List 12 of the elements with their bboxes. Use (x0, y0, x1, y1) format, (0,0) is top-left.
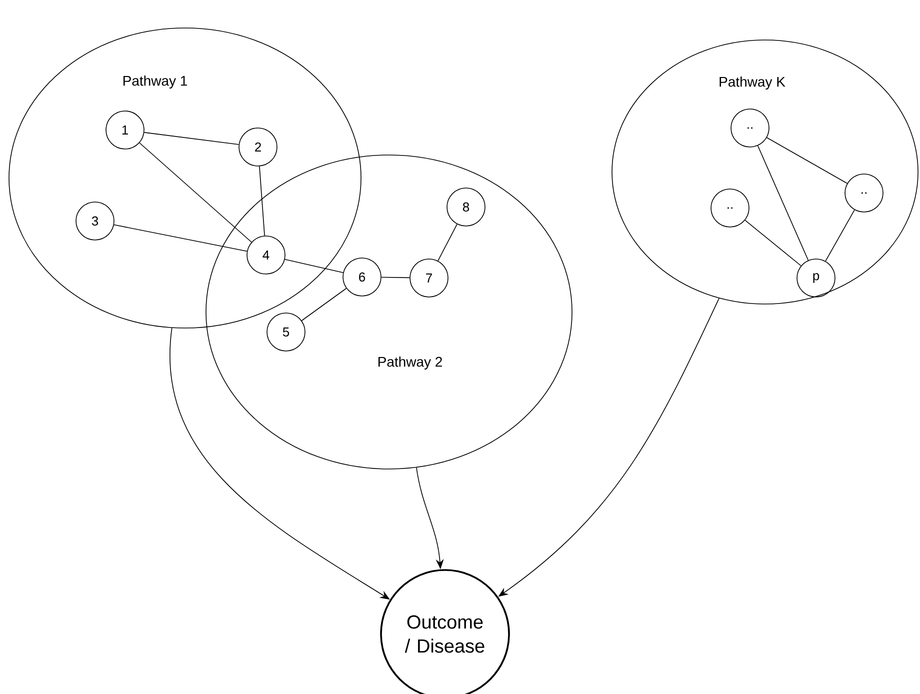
link-line (144, 132, 240, 145)
link-line (825, 209, 855, 262)
link-line (766, 137, 848, 184)
link-line (744, 220, 802, 266)
link-line (301, 288, 347, 322)
link-line (284, 258, 344, 274)
link-line (757, 145, 809, 261)
link-line (381, 276, 410, 278)
link-line (139, 142, 252, 243)
link-line (259, 166, 265, 236)
link-line (114, 224, 248, 252)
link-line (438, 224, 458, 262)
